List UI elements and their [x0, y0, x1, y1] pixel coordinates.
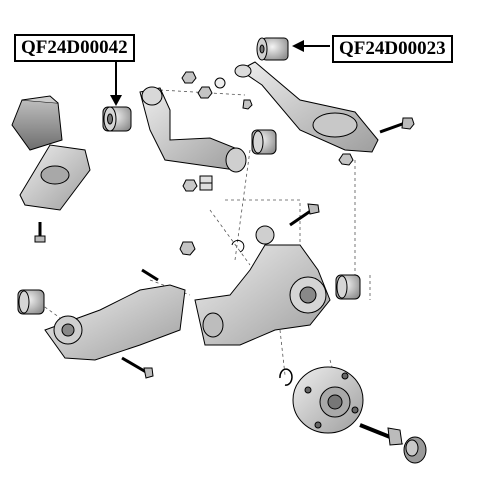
wheel-carrier — [194, 225, 331, 346]
hub-bolt — [359, 423, 403, 446]
bushing-qf24d00042 — [102, 106, 132, 132]
small-bolt-left — [34, 222, 46, 243]
part-number-callout-right: QF24D00023 — [332, 35, 453, 63]
nut-set-upper — [181, 71, 354, 166]
mounting-bracket — [19, 144, 91, 211]
bushing-lower-left — [17, 289, 45, 315]
hex-bolt-lower-arm — [121, 268, 159, 379]
upper-rear-control-arm — [234, 61, 379, 153]
clip-and-nut — [182, 175, 213, 192]
wheel-hub — [292, 366, 364, 434]
lower-trailing-arm — [44, 284, 186, 361]
bushing-qf24d00023 — [256, 37, 289, 61]
hex-bolt-upper-right — [379, 117, 415, 134]
bushing-middle — [251, 129, 277, 155]
upper-front-control-arm — [139, 86, 247, 173]
bushing-knuckle-right — [335, 274, 361, 300]
hex-bolt-knuckle — [289, 203, 320, 227]
part-number-callout-left: QF24D00042 — [14, 34, 135, 62]
circlip — [279, 368, 293, 386]
knuckle-hardware — [179, 239, 245, 256]
subframe-mount — [11, 95, 63, 151]
dust-cap — [403, 436, 427, 464]
right-callout-arrow — [292, 40, 330, 52]
left-callout-arrow — [110, 58, 122, 106]
